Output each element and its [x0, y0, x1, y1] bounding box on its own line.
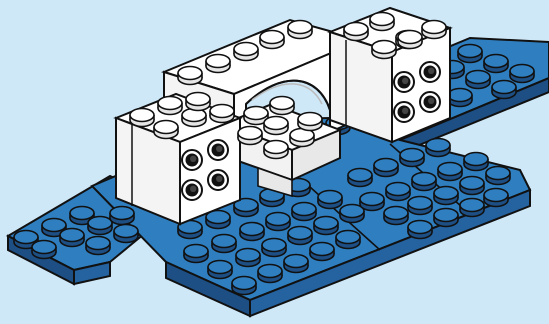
blue-stud — [240, 223, 264, 241]
brick-hole — [394, 72, 414, 92]
blue-stud — [408, 197, 432, 215]
blue-stud — [386, 183, 410, 201]
blue-stud — [484, 189, 508, 207]
white-stud — [370, 13, 394, 31]
blue-stud — [336, 231, 360, 249]
blue-stud — [460, 177, 484, 195]
white-stud — [154, 121, 178, 139]
white-stud — [288, 21, 312, 39]
blue-stud — [314, 217, 338, 235]
blue-stud — [448, 89, 472, 107]
white-stud — [238, 127, 262, 145]
blue-stud — [458, 45, 482, 63]
blue-stud — [266, 213, 290, 231]
white-stud — [298, 113, 322, 131]
white-stud — [158, 97, 182, 115]
blue-stud — [212, 235, 236, 253]
blue-stud — [492, 81, 516, 99]
blue-stud — [110, 207, 134, 225]
blue-stud — [284, 255, 308, 273]
brick-hole — [208, 140, 228, 160]
blue-stud — [426, 139, 450, 157]
white-stud — [260, 31, 284, 49]
blue-stud — [408, 221, 432, 239]
blue-stud — [434, 209, 458, 227]
blue-stud — [438, 163, 462, 181]
blue-stud — [310, 243, 334, 261]
white-stud — [178, 67, 202, 85]
blue-stud — [374, 159, 398, 177]
blue-stud — [318, 191, 342, 209]
blue-stud — [292, 203, 316, 221]
brick-hole — [182, 150, 202, 170]
blue-stud — [510, 65, 534, 83]
white-stud — [264, 141, 288, 159]
blue-stud — [340, 205, 364, 223]
white-stud — [182, 109, 206, 127]
blue-stud — [88, 217, 112, 235]
blue-stud — [360, 193, 384, 211]
blue-stud — [412, 173, 436, 191]
blue-stud — [484, 55, 508, 73]
white-stud — [206, 55, 230, 73]
blue-stud — [434, 187, 458, 205]
white-stud — [210, 105, 234, 123]
white-stud — [234, 43, 258, 61]
white-stud — [186, 93, 210, 111]
blue-stud — [288, 227, 312, 245]
blue-stud — [184, 245, 208, 263]
white-stud — [422, 21, 446, 39]
blue-stud — [208, 261, 232, 279]
blue-stud — [236, 249, 260, 267]
blue-stud — [262, 239, 286, 257]
brick-hole — [208, 170, 228, 190]
blue-stud — [86, 237, 110, 255]
white-stud — [130, 109, 154, 127]
blue-stud — [60, 229, 84, 247]
brick-hole — [394, 102, 414, 122]
brick-hole — [420, 62, 440, 82]
white-stud — [264, 117, 288, 135]
blue-stud — [486, 167, 510, 185]
brick-hole — [182, 180, 202, 200]
blue-stud — [258, 265, 282, 283]
blue-stud — [400, 149, 424, 167]
white-stud — [372, 41, 396, 59]
blue-stud — [32, 241, 56, 259]
white-stud — [344, 23, 368, 41]
blue-stud — [384, 207, 408, 225]
blue-stud — [466, 71, 490, 89]
blue-stud — [348, 169, 372, 187]
brick-hole — [420, 92, 440, 112]
blue-stud — [232, 277, 256, 295]
blue-stud — [464, 153, 488, 171]
blue-stud — [114, 225, 138, 243]
blue-stud — [460, 199, 484, 217]
white-stud — [398, 31, 422, 49]
white-stud — [270, 97, 294, 115]
